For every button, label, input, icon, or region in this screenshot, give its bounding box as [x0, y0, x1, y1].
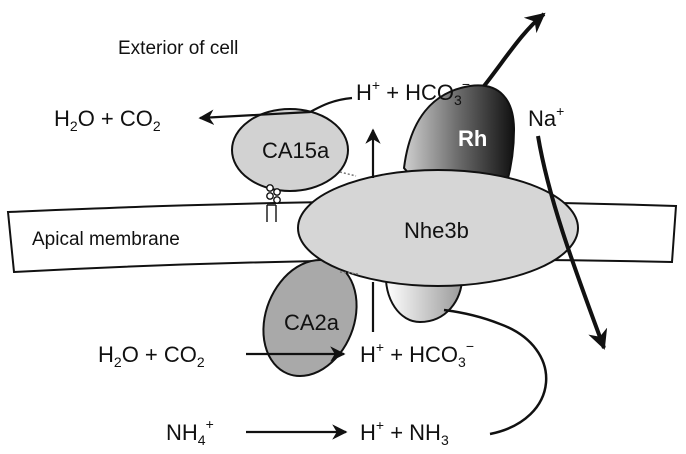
- rh-label: Rh: [458, 126, 487, 151]
- ca15a-label: CA15a: [262, 138, 330, 163]
- h-hco3-top: H+ + HCO3−: [356, 76, 470, 108]
- na-ion: Na+: [528, 103, 564, 131]
- nhe3b-protein: [297, 169, 579, 287]
- membrane-label: Apical membrane: [32, 229, 180, 250]
- h-nh3: H+ + NH3: [360, 417, 449, 448]
- arrow-rh-out: [482, 12, 546, 88]
- h2o-co2-bottom: H2O + CO2: [98, 342, 205, 370]
- h2o-co2-top: H2O + CO2: [54, 106, 161, 134]
- ca2a-label: CA2a: [284, 310, 340, 335]
- rh-protein: [402, 84, 516, 187]
- nh4-ion: NH4+: [166, 416, 214, 448]
- gpi-anchor-icon: [266, 184, 281, 222]
- arrow-nh3-to-protein: [443, 308, 548, 436]
- arrow-na-in: [536, 135, 608, 350]
- nhe3b-label: Nhe3b: [404, 218, 469, 243]
- h-hco3-bottom: H+ + HCO3−: [360, 338, 474, 370]
- ca15a-nhe3b-link: [339, 171, 357, 177]
- exterior-label: Exterior of cell: [118, 38, 238, 59]
- ca2a-nhe3b-link: [339, 271, 359, 275]
- arrow-hco3-to-h2o-top: [198, 96, 353, 125]
- ca15a-protein: [231, 108, 349, 192]
